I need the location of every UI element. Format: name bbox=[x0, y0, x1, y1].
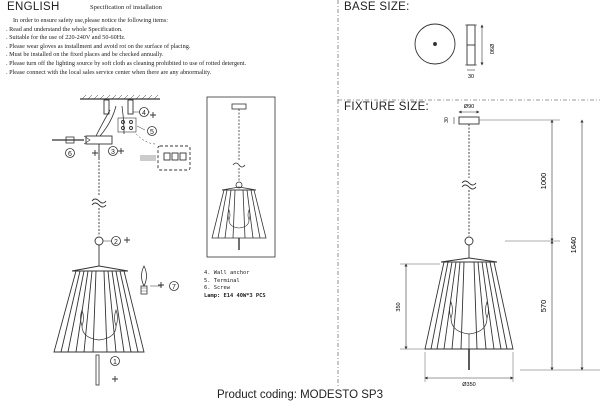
callout-2 bbox=[111, 236, 121, 246]
callout-2-label: 2 bbox=[114, 239, 118, 246]
product-coding: Product coding: MODESTO SP3 bbox=[217, 389, 383, 401]
callout-6-label: 6 bbox=[68, 151, 72, 158]
instruction-intro: In order to ensure safety use,please not… bbox=[13, 17, 168, 24]
instruction-item: . Must be installed on the fixed places … bbox=[6, 51, 164, 59]
callout-3 bbox=[108, 146, 118, 156]
assembly-callouts bbox=[65, 107, 179, 366]
legend-screw: 6. Screw bbox=[204, 285, 230, 292]
callout-4-label: 4 bbox=[142, 110, 146, 117]
language-heading: ENGLISH bbox=[7, 1, 60, 13]
total-height-label: 1640 bbox=[569, 237, 578, 254]
instruction-item: . Please turn off the lighting source by… bbox=[6, 59, 247, 67]
callout-5 bbox=[147, 126, 157, 136]
body-height-label: 570 bbox=[539, 300, 548, 313]
callout-6 bbox=[65, 148, 75, 158]
instruction-item: . Suitable for the use of 220-240V and 5… bbox=[6, 34, 126, 42]
assembly-drawing bbox=[52, 94, 191, 386]
legend-terminal: 5. Terminal bbox=[204, 277, 240, 284]
shade-diameter-label: Ø350 bbox=[462, 382, 475, 388]
instruction-item: . Please connect with the local sales se… bbox=[6, 68, 212, 76]
callout-1-label: 1 bbox=[113, 359, 117, 366]
fixture-size-title: FIXTURE SIZE: bbox=[344, 101, 430, 113]
canopy-diameter-label: Ø90 bbox=[464, 104, 474, 110]
callout-5-label: 5 bbox=[150, 129, 154, 136]
canopy-height-label: 30 bbox=[444, 117, 450, 123]
chain-length-label: 1000 bbox=[539, 173, 548, 190]
fixture-drawing bbox=[400, 110, 600, 382]
legend-wall-anchor: 4. Wall anchor bbox=[204, 270, 250, 276]
shade-height-label: 350 bbox=[396, 302, 402, 311]
callout-1 bbox=[110, 356, 120, 366]
instruction-item: . Read and understand the whole Specific… bbox=[6, 25, 123, 33]
parts-legend: 4. Wall anchor 5. Terminal 6. Screw Lamp… bbox=[204, 270, 266, 300]
instruction-item: . Please wear gloves as installment and … bbox=[6, 42, 191, 50]
callout-7-label: 7 bbox=[172, 284, 176, 291]
callout-4 bbox=[139, 107, 149, 117]
section-dividers bbox=[337, 0, 600, 388]
preview-frame bbox=[206, 96, 276, 258]
base-canopy-drawing bbox=[414, 23, 484, 71]
callout-7 bbox=[169, 281, 179, 291]
base-depth-label: 30 bbox=[468, 74, 474, 80]
base-size-title: BASE SIZE: bbox=[344, 1, 410, 13]
instruction-list: In order to ensure safety use,please not… bbox=[6, 17, 336, 77]
callout-3-label: 3 bbox=[111, 149, 115, 156]
lamp-spec: Lamp: E14 40W*3 PCS bbox=[204, 292, 266, 299]
spec-title: Specification of installation bbox=[90, 4, 162, 11]
base-height-label: Ø90 bbox=[488, 44, 494, 54]
